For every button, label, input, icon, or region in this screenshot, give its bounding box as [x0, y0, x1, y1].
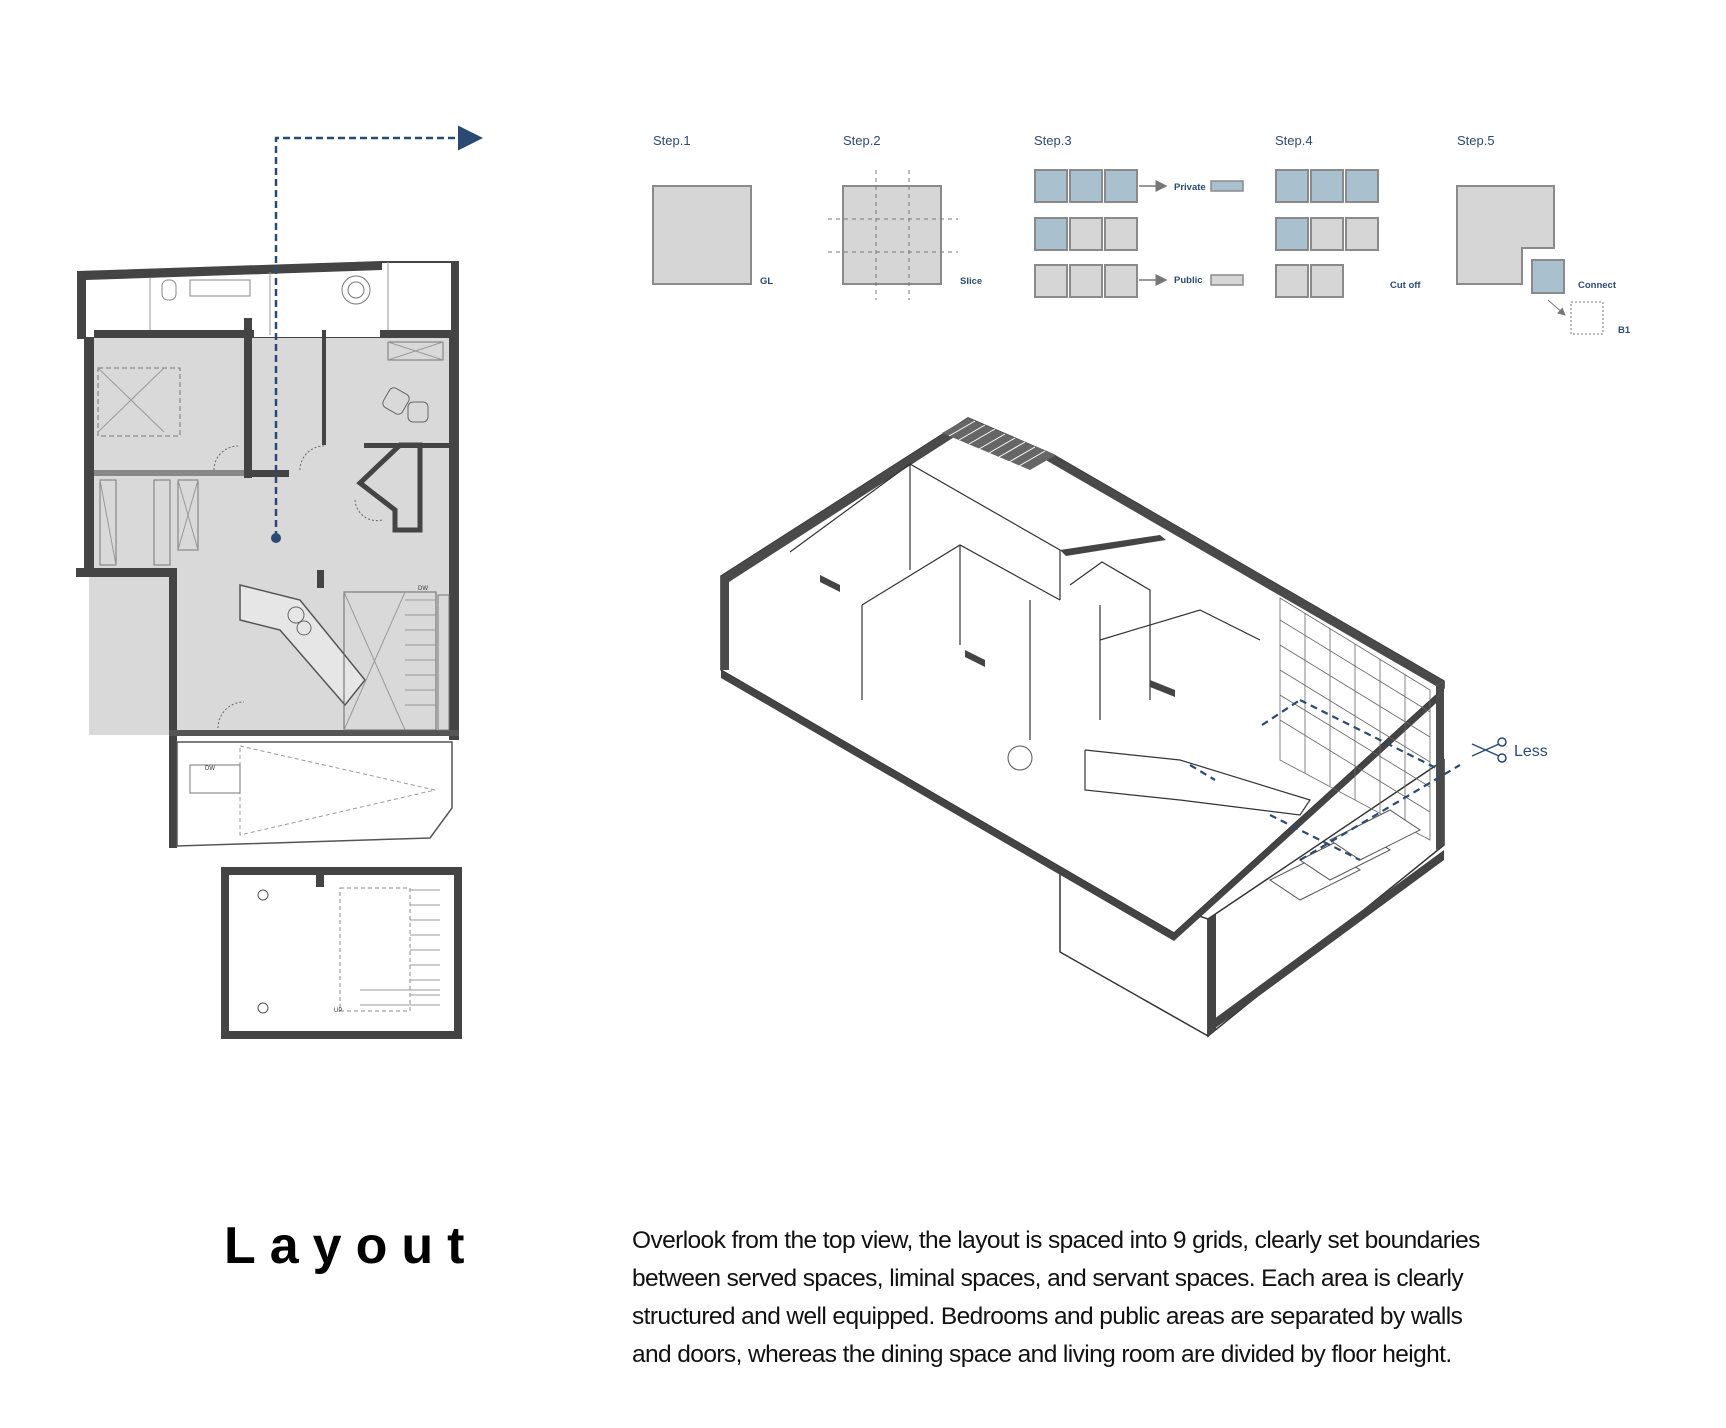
page-title: Layout	[224, 1217, 479, 1275]
plan-label-up: UP	[334, 1008, 342, 1014]
step-3-label: Step.3	[1034, 133, 1072, 148]
plan-label-dw: DW	[418, 586, 428, 592]
step-1-label: Step.1	[653, 133, 691, 148]
step-2-note: Slice	[960, 276, 982, 287]
scissors-icon	[1471, 737, 1507, 763]
private-legend-swatch	[1210, 180, 1244, 192]
step-5-note: Connect	[1578, 280, 1617, 291]
plan-label-dw-2: DW	[205, 766, 215, 772]
public-legend-swatch	[1210, 274, 1244, 286]
step-2-block	[842, 185, 942, 285]
step-3-grid	[1034, 169, 1138, 298]
step-2-label: Step.2	[843, 133, 881, 148]
floor-plan: DW DW UP	[76, 125, 483, 1039]
step-5-connect-block	[1531, 259, 1565, 294]
b1-outline	[1570, 301, 1604, 335]
description: Overlook from the top view, the layout i…	[632, 1222, 1632, 1374]
description-line: structured and well equipped. Bedrooms a…	[632, 1303, 1463, 1330]
step-4-note: Cut off	[1390, 280, 1421, 291]
bookshelf	[1279, 597, 1431, 841]
step-5-label: Step.5	[1457, 133, 1495, 148]
axonometric-view: Less	[720, 417, 1548, 1038]
step-3-private-note: Private	[1174, 182, 1206, 193]
step-5-block	[1456, 185, 1555, 285]
description-line: and doors, whereas the dining space and …	[632, 1341, 1452, 1368]
cut-line	[1189, 699, 1461, 861]
step-4-grid	[1275, 169, 1379, 298]
circulation-start-dot	[271, 533, 281, 543]
step-4-label: Step.4	[1275, 133, 1313, 148]
step-1-block	[652, 185, 752, 285]
step-1-note: GL	[760, 276, 773, 287]
steps-diagram: Step.1 GL Step.2 Slice Step.3 Private Pu…	[652, 133, 1631, 336]
step-5-b1-note: B1	[1618, 325, 1631, 336]
step-3-public-note: Public	[1174, 275, 1203, 286]
circulation-arrow	[274, 125, 483, 538]
less-label: Less	[1514, 743, 1548, 760]
description-line: Overlook from the top view, the layout i…	[632, 1227, 1480, 1254]
description-line: between served spaces, liminal spaces, a…	[632, 1265, 1464, 1292]
